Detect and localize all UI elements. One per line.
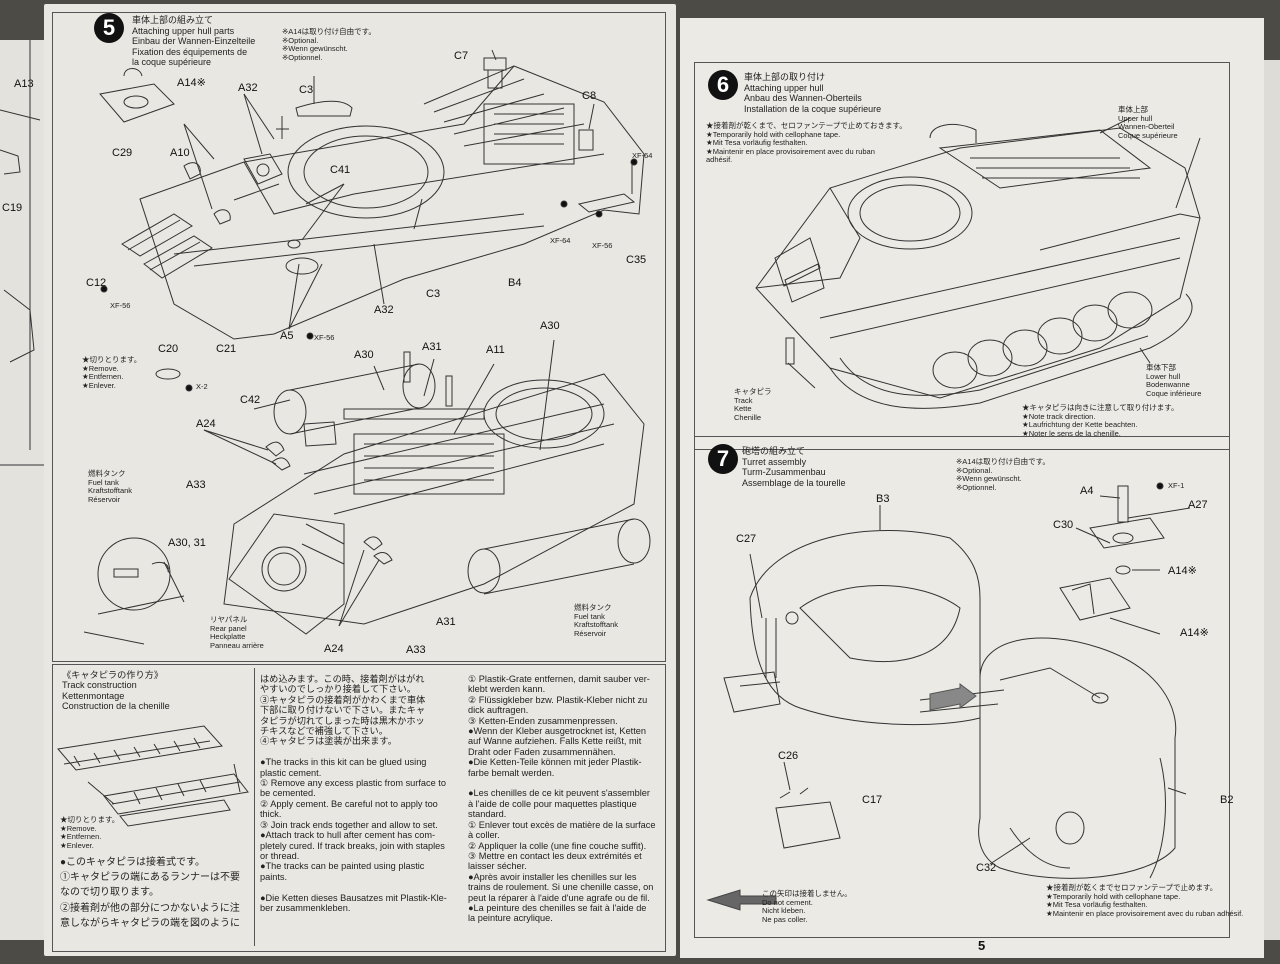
part-label-a5: A5 (280, 330, 294, 342)
part-label-a31: A31 (436, 616, 456, 628)
part-label-c17: C17 (862, 794, 883, 806)
track-construction-panel (52, 664, 666, 952)
paint-label-xf64: XF-64 (632, 151, 653, 160)
page-number: 5 (978, 938, 986, 953)
part-label-c30: C30 (1053, 519, 1074, 531)
part-label-a32: A32 (238, 82, 258, 94)
part-label-a14: A14※ (1168, 565, 1197, 577)
part-label-b3: B3 (876, 493, 890, 505)
part-label: A13 (14, 78, 34, 90)
adjacent-parts-illustration (0, 40, 46, 466)
column-divider (254, 668, 255, 946)
paint-label-xf64: XF-64 (550, 236, 571, 245)
step6-hull-illustration (755, 117, 1201, 409)
track-direction-note: ★キャタピラは向きに注意して取り付けます。★Note track directi… (1022, 403, 1179, 438)
step7-optional-note: ※A14は取り付け自由です。※Optional.※Wenn gewünscht.… (956, 457, 1050, 492)
paint-label-xf56: XF-56 (314, 333, 335, 342)
step5-panel (52, 12, 666, 662)
step5-optional-note: ※A14は取り付け自由です。※Optional.※Wenn gewünscht.… (282, 27, 376, 62)
part-label-a33: A33 (186, 479, 206, 491)
track-assembly-illustration (57, 725, 249, 827)
step6-panel (694, 62, 1230, 450)
paint-label-x2: X-2 (196, 382, 208, 391)
part-label-a14: A14※ (1180, 627, 1209, 639)
part-label: C19 (2, 202, 23, 214)
part-label-a31: A31 (422, 341, 442, 353)
part-label-a33: A33 (406, 644, 426, 656)
part-label-c20: C20 (158, 343, 179, 355)
part-label-c21: C21 (216, 343, 237, 355)
paint-label-xf56: XF-56 (592, 241, 613, 250)
part-label-c35: C35 (626, 254, 647, 266)
track-instructions-col3: ① Plastik-Grate entfernen, damit sauber … (468, 674, 656, 924)
step7-number: 7 (708, 444, 738, 474)
part-label-a10: A10 (170, 147, 190, 159)
part-label-c41: C41 (330, 164, 351, 176)
step6-number: 6 (708, 70, 738, 100)
part-label-a4: A4 (1080, 485, 1094, 497)
part-label-c27: C27 (736, 533, 757, 545)
paint-label-xf56: XF-56 (110, 301, 131, 310)
part-label-a27: A27 (1188, 499, 1208, 511)
part-label-a30: A30 (354, 349, 374, 361)
do-not-cement-note: この矢印は接着しません。Do not cement.Nicht kleben.N… (762, 889, 852, 924)
step7-panel (694, 436, 1230, 938)
part-label-b4: B4 (508, 277, 522, 289)
track-instructions-col2: はめ込みます。この時、接着剤がはがれやすいのでしっかり接着して下さい。③キャタピ… (260, 674, 447, 913)
part-label-a24: A24 (196, 418, 216, 430)
part-label-c3: C3 (299, 84, 314, 96)
step7-turret-illustration (706, 482, 1191, 911)
part-label-c42: C42 (240, 394, 261, 406)
adjacent-page-right (1262, 60, 1280, 940)
track-remove-note: ★切りとります。★Remove.★Entfernen.★Enlever. (60, 815, 120, 850)
track-instructions-japanese: ●このキャタピラは接着式です。①キャタピラの端にあるランナーは不要なので切り取り… (60, 857, 240, 929)
part-label-a30: A30 (540, 320, 560, 332)
part-label-c3: C3 (426, 288, 441, 300)
tape-note: ★接着剤が乾くまで、セロファンテープで止めておきます。★Temporarily … (706, 121, 907, 164)
remove-note: ★切りとります。★Remove.★Entfernen.★Enlever. (82, 355, 142, 390)
paint-label-xf1: XF-1 (1168, 481, 1185, 490)
part-label-c32: C32 (976, 862, 997, 874)
part-label-c29: C29 (112, 147, 133, 159)
step5-hull-illustration (83, 49, 651, 645)
part-label-a24: A24 (324, 643, 344, 655)
part-label-a32: A32 (374, 304, 394, 316)
step5-number: 5 (94, 13, 124, 43)
part-label-a14: A14※ (177, 77, 206, 89)
part-label-c12: C12 (86, 277, 107, 289)
part-label-c8: C8 (582, 90, 597, 102)
adjacent-page-left: A13 C19 (0, 40, 46, 940)
part-label-a30-31: A30, 31 (168, 537, 206, 549)
part-label-c7: C7 (454, 50, 469, 62)
part-label-a11: A11 (486, 344, 505, 356)
part-label-c26: C26 (778, 750, 799, 762)
tape-note-turret: ★接着剤が乾くまでセロファンテープで止めます。★Temporarily hold… (1046, 883, 1244, 918)
part-label-b2: B2 (1220, 794, 1234, 806)
